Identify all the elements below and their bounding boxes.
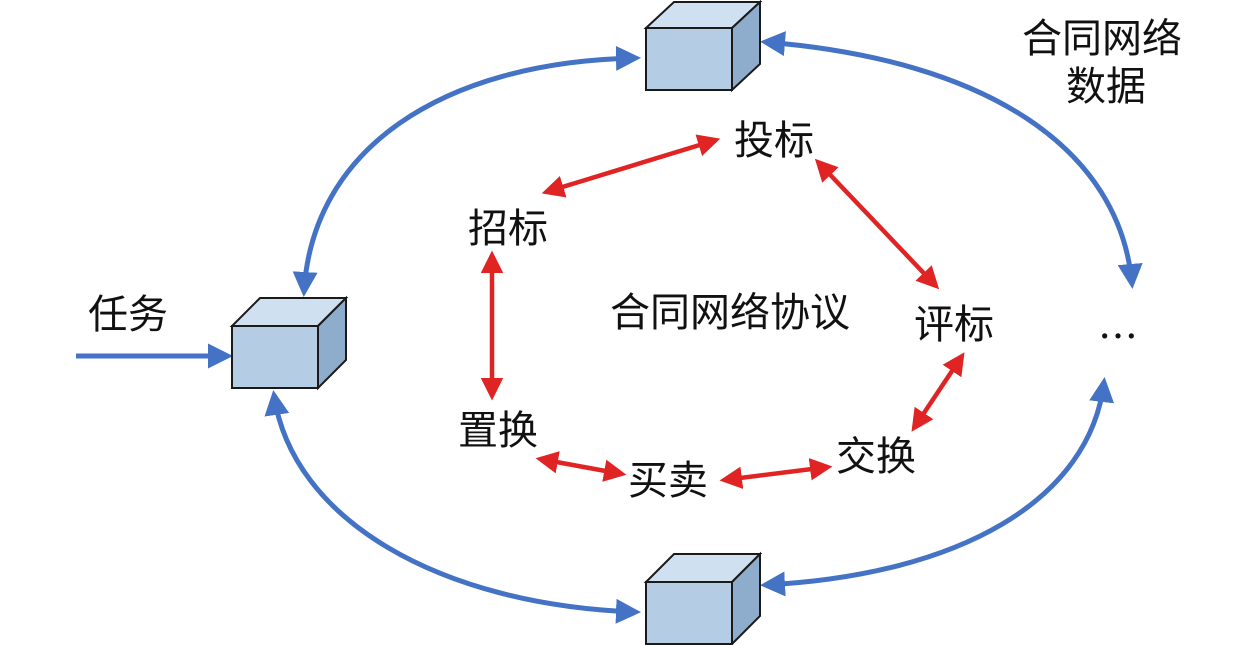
data-label-line1: 合同网络	[1022, 16, 1182, 62]
arrow-top-cube-to-ellipsis	[760, 31, 1143, 289]
arrow-ellipsis-to-bottom-cube	[760, 377, 1115, 597]
task-label: 任务	[88, 292, 168, 338]
inner-protocol-arrows	[480, 134, 965, 489]
ellipsis-label: …	[1098, 302, 1138, 348]
arrow-top-to-left-cube	[292, 45, 641, 297]
arrow-tender-bid	[541, 134, 721, 198]
arrow-evaluate-exchange	[911, 352, 965, 432]
data-label-line2: 数据	[1066, 64, 1146, 110]
arrow-trade-replace	[535, 451, 627, 482]
arrow-bid-evaluate	[814, 158, 940, 290]
arrow-exchange-trade	[719, 458, 833, 489]
step-exchange: 交换	[836, 434, 916, 480]
cube-left	[229, 295, 349, 391]
step-trade: 买卖	[628, 458, 708, 504]
step-bid: 投标	[734, 118, 814, 164]
step-tender: 招标	[468, 206, 548, 252]
outer-cycle	[76, 31, 1143, 624]
cube-top	[643, 0, 763, 93]
arrow-left-cube-to-bottom	[264, 390, 641, 624]
step-evaluate: 评标	[914, 302, 994, 348]
cube-bottom	[643, 551, 763, 645]
center-label: 合同网络协议	[610, 290, 850, 336]
step-replace: 置换	[458, 408, 538, 454]
